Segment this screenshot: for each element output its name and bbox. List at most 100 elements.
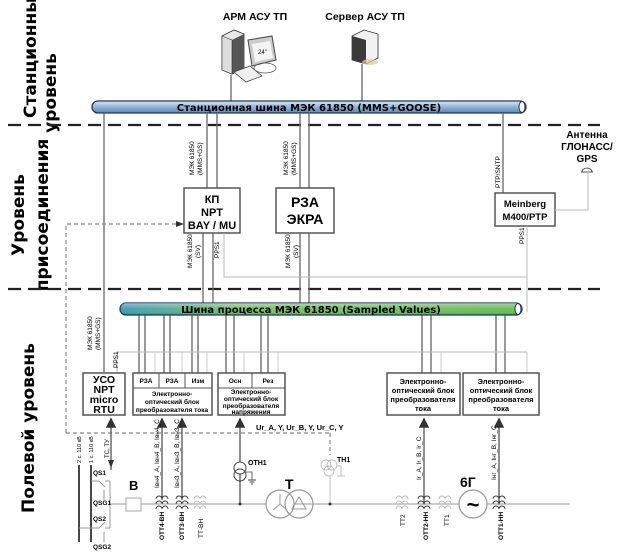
svg-text:(MMS+GS): (MMS+GS) (95, 317, 102, 350)
svg-text:тока: тока (415, 404, 432, 413)
ct-ott4-icon (155, 495, 169, 510)
transformer-symbol (265, 489, 314, 519)
cell-izm: Изм (192, 378, 205, 385)
svg-text:преобразователя тока: преобразователя тока (136, 406, 209, 414)
generator-symbol (458, 489, 488, 519)
signal-tc-tv: ТС, ТУ (105, 439, 111, 458)
process-bus: Шина процесса МЭК 61850 (Sampled Values) (119, 302, 523, 316)
station-bus: Станционная шина МЭК 61850 (MMS+GOOSE) (91, 100, 527, 114)
tn1-label: ТН1 (337, 457, 350, 464)
level-label-station-2: уровень (41, 53, 61, 133)
svg-text:NPT: NPT (94, 384, 116, 396)
svg-text:Электронно-: Электронно- (231, 389, 272, 396)
signal-ir: Ir_A, Ir_B, Ir_C (416, 436, 423, 480)
link-label-rza-mms: МЭК 61850 (MMS+GS) (283, 141, 298, 175)
tt-vn-label: ТТ-ВН (198, 519, 205, 538)
svg-text:оптический блок: оптический блок (392, 386, 455, 395)
svg-text:Электронно-: Электронно- (152, 391, 193, 398)
ct-ott1-icon (492, 495, 506, 510)
svg-text:МЭК 61850: МЭК 61850 (285, 234, 292, 268)
generator-label: 6Г (460, 474, 476, 490)
svg-text:преобразователя: преобразователя (223, 402, 280, 410)
ott1-label: ОТТ1-НН (498, 512, 505, 540)
link-label-uso-pps: PPS1 (113, 351, 120, 368)
cell-rza-1: РЗА (139, 378, 152, 385)
svg-text:МЭК 61850: МЭК 61850 (187, 234, 194, 268)
svg-text:BAY / MU: BAY / MU (188, 220, 236, 232)
svg-text:Meinberg: Meinberg (504, 199, 546, 210)
tt2-label: ТТ2 (400, 514, 407, 526)
svg-text:Антенна: Антенна (566, 130, 608, 141)
vt-otn1-icon (233, 461, 256, 485)
level-label-bay: Уровень (9, 174, 29, 256)
ct-block-1: Электронно- оптический блок преобразоват… (462, 372, 540, 416)
link-label-uso-mms: МЭК 61850 (MMS+GS) (87, 316, 102, 350)
link-label-kp-mms: МЭК 61850 (MMS+GS) (189, 141, 204, 175)
svg-text:МЭК 61850: МЭК 61850 (87, 316, 94, 350)
svg-text:NPT: NPT (201, 207, 223, 219)
ct-block-2: Электронно- оптический блок преобразоват… (386, 372, 461, 416)
signal-ur: Ur_A, Y, Ur_B, Y, Ur_C, Y (256, 423, 344, 432)
ct-tt1-icon (438, 495, 452, 510)
qsg1-label: QSG1 (93, 500, 111, 507)
link-label-kp-pps: PPS1 (214, 241, 221, 258)
ct-tt2-icon (395, 495, 409, 510)
link-label-ptp: PTP/SNTP (495, 156, 502, 188)
svg-text:micro: micro (90, 394, 119, 406)
server-label: Сервер АСУ ТП (325, 11, 405, 23)
svg-text:РЗА: РЗА (291, 194, 319, 210)
cell-rez: Рез (262, 378, 274, 385)
ott2-label: ОТТ2-НН (423, 512, 430, 540)
svg-text:(SV): (SV) (293, 245, 300, 258)
qs2-label: QS2 (93, 516, 106, 523)
svg-text:МЭК 61850: МЭК 61850 (189, 141, 196, 175)
svg-text:МЭК 61850: МЭК 61850 (283, 141, 290, 175)
antenna-label: Антенна ГЛОНАСС/ GPS (561, 130, 613, 165)
svg-text:Электронно-: Электронно- (478, 377, 525, 386)
svg-text:оптический блок: оптический блок (470, 386, 533, 395)
busbar-1-label: 1 с. 110 кВ (89, 436, 95, 463)
breaker-label: В (129, 478, 138, 493)
arm-label: АРМ АСУ ТП (223, 11, 287, 23)
svg-text:ЭКРА: ЭКРА (287, 211, 324, 227)
svg-text:ГЛОНАСС/: ГЛОНАСС/ (561, 142, 613, 153)
svg-text:преобразователя: преобразователя (390, 395, 455, 404)
level-label-station: Станционный (21, 0, 41, 118)
kp-npt-bay-mu-box: КП NPT BAY / MU (183, 187, 241, 234)
signal-ivn4: Iвн4_A, Iвн4_B, Iвн4_C (154, 419, 161, 488)
link-label-meinberg-pps: PPS1 (519, 227, 526, 244)
signal-ivn3: Iвн3_A, Iвн3_B, Iвн3_C (174, 419, 181, 488)
svg-text:УСО: УСО (93, 374, 115, 386)
svg-text:оптический блок: оптический блок (145, 398, 200, 406)
svg-text:напряжения: напряжения (232, 409, 271, 416)
cell-osn: Осн (229, 378, 242, 385)
ct-tt-vn-icon (193, 495, 207, 510)
busbar-2-label: 2 с. 110 кВ (77, 436, 83, 463)
svg-text:оптический блок: оптический блок (224, 395, 279, 403)
cell-rza-2: РЗА (165, 378, 178, 385)
svg-text:(MMS+GS): (MMS+GS) (197, 142, 204, 175)
uso-npt-micro-rtu-box: УСО NPT micro RTU (82, 372, 126, 416)
generator-tilde: ~ (467, 492, 480, 517)
svg-text:преобразователя: преобразователя (468, 395, 533, 404)
svg-text:(MMS+GS): (MMS+GS) (291, 142, 298, 175)
tt1-label: ТТ1 (444, 514, 451, 526)
ct-block-hv: РЗА РЗА Изм Электронно- оптический блок … (132, 372, 213, 416)
vt-block: Осн Рез Электронно- оптический блок прео… (217, 372, 286, 416)
monitor-size-label: 24" (258, 50, 267, 56)
svg-text:GPS: GPS (576, 154, 597, 165)
ott4-label: ОТТ4-ВН (159, 512, 166, 540)
otn1-label: ОТН1 (248, 460, 267, 467)
transformer-label: Т (285, 476, 294, 492)
level-label-field: Полевой уровень (19, 343, 39, 513)
link-label-rza-sv: МЭК 61850 (SV) (285, 234, 300, 268)
link-label-kp-sv: МЭК 61850 (SV) (187, 234, 202, 268)
antenna-icon (581, 167, 593, 173)
process-bus-label: Шина процесса МЭК 61850 (Sampled Values) (181, 305, 441, 316)
svg-text:(SV): (SV) (195, 245, 202, 258)
vt-tn1-icon (320, 459, 345, 504)
workstation-icon: 24" (221, 29, 277, 83)
svg-text:тока: тока (493, 404, 510, 413)
ct-ott2-icon (417, 495, 431, 510)
